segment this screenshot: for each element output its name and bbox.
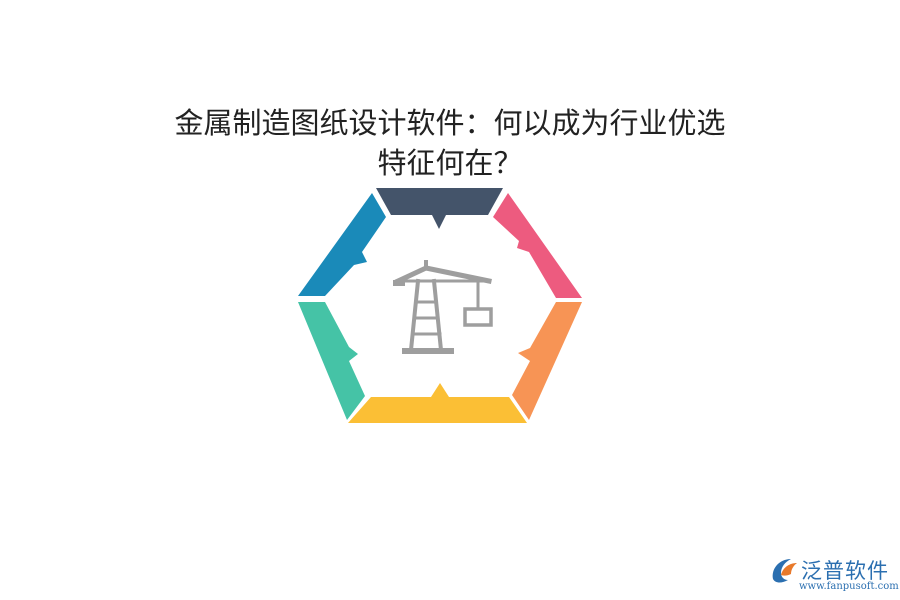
hexagon-segment-upper-right <box>493 193 582 298</box>
logo-url: www.fanpusoft.com <box>799 581 899 592</box>
brand-logo: 泛普软件 www.fanpusoft.com <box>765 553 899 595</box>
hexagon-segment-top <box>376 188 503 229</box>
crane-icon <box>393 260 493 354</box>
title-line-1: 金属制造图纸设计软件：何以成为行业优选 <box>174 106 726 140</box>
hexagon-segment-bottom <box>348 383 527 423</box>
hexagon-segment-upper-left <box>298 193 386 296</box>
title-line-2: 特征何在？ <box>377 146 523 180</box>
page-title: 金属制造图纸设计软件：何以成为行业优选 特征何在？ <box>0 103 900 183</box>
hexagon-segment-lower-right <box>512 302 582 420</box>
logo-mark-icon <box>772 559 797 583</box>
hexagon-segment-lower-left <box>298 302 365 420</box>
logo-name: 泛普软件 <box>801 559 889 583</box>
